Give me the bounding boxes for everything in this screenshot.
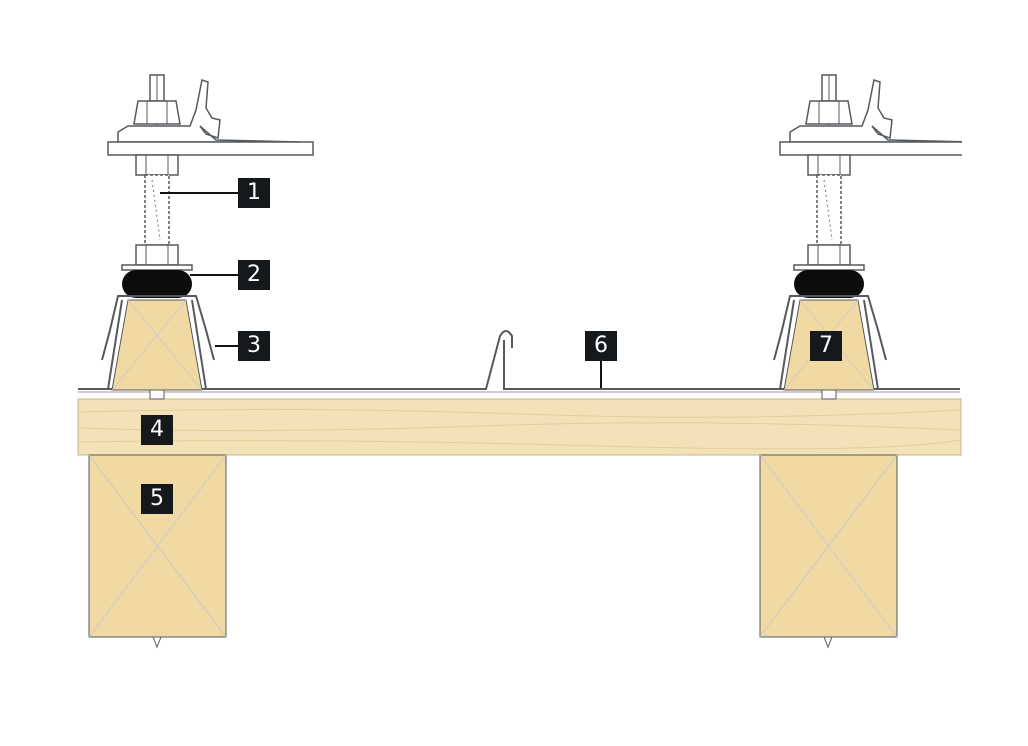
rafter-right <box>759 454 898 648</box>
callout-2: 2 <box>238 260 270 290</box>
horizontal-batten <box>77 398 962 456</box>
callout-6: 6 <box>585 331 617 361</box>
callout-5: 5 <box>141 484 173 514</box>
leader-lines <box>160 192 602 388</box>
mounting-assembly-right <box>773 74 986 400</box>
callout-7: 7 <box>810 331 842 361</box>
mounting-assembly-left <box>101 74 314 400</box>
callout-3: 3 <box>238 331 270 361</box>
callout-4: 4 <box>141 415 173 445</box>
callout-1: 1 <box>238 178 270 208</box>
